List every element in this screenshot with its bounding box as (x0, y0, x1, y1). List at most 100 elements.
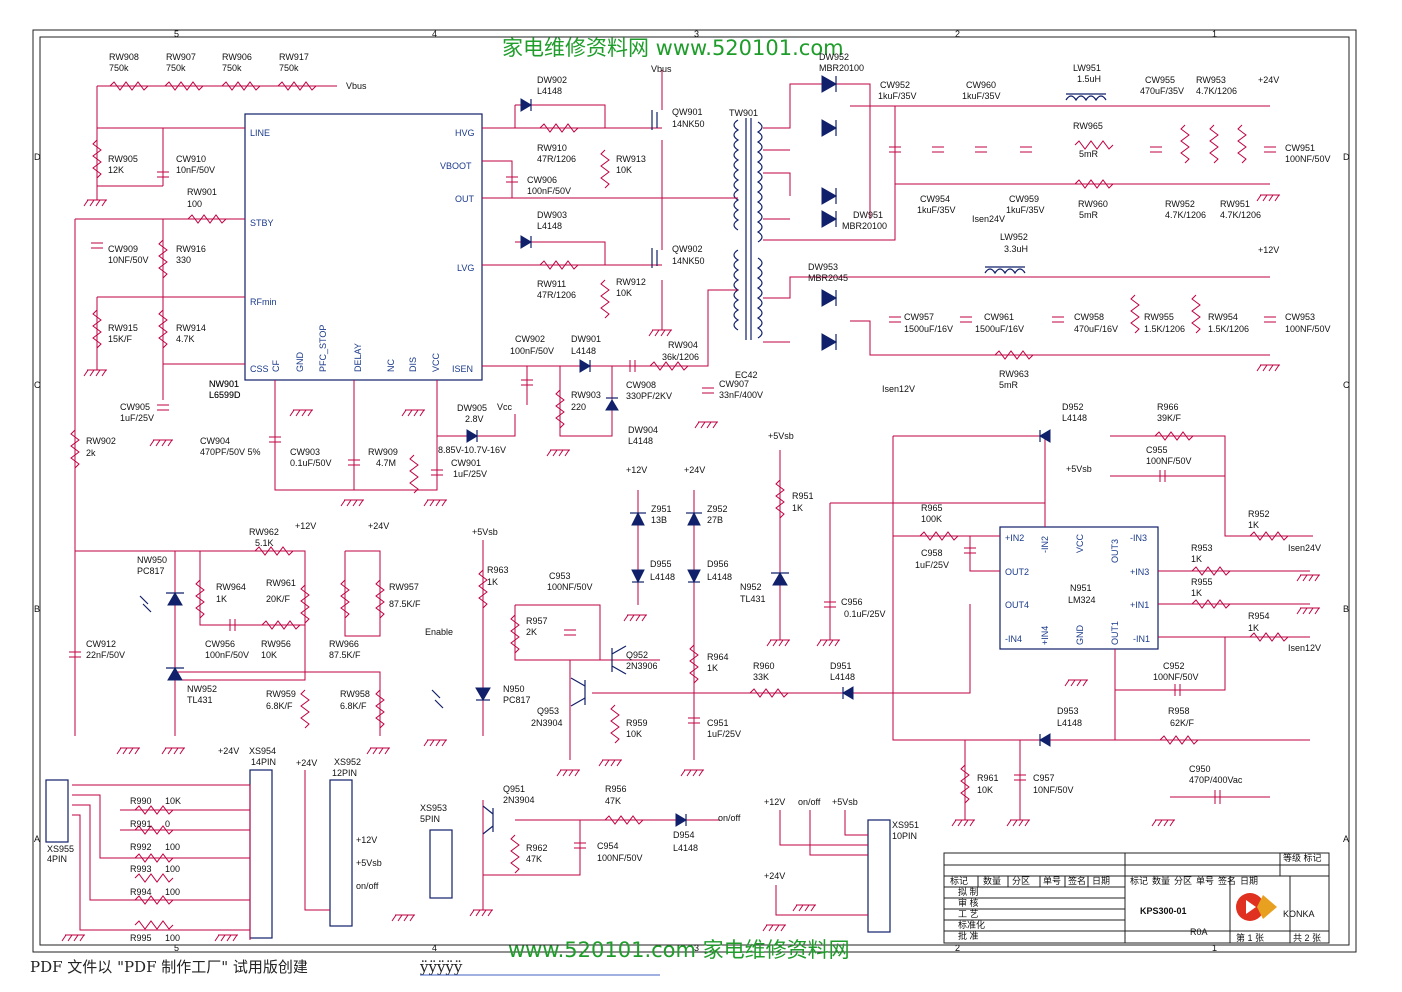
ground-hatch (666, 329, 672, 337)
ground-hatch (1296, 574, 1302, 582)
component-label: RW956 (261, 639, 291, 649)
konka-brand: KONKA (1283, 909, 1315, 919)
component-label: 100NF/50V (597, 853, 643, 863)
ground-hatch (423, 499, 429, 507)
ground-hatch (564, 449, 570, 457)
ground-hatch (810, 904, 816, 912)
transformer-tw901 (733, 118, 763, 340)
component-label: 100nF/50V (527, 186, 571, 196)
ground-hatch (481, 909, 487, 917)
component-label: D951 (830, 661, 852, 671)
ground-hatch (423, 739, 429, 747)
component-label: PC817 (503, 695, 531, 705)
component-label: DW953 (808, 262, 838, 272)
n951-pin-in1n: -IN1 (1133, 634, 1150, 644)
ground-hatch (1076, 679, 1082, 687)
title-block-grade: 等级 标记 (1283, 852, 1322, 863)
ground-hatch (429, 739, 435, 747)
component-label: 1500uF/16V (904, 324, 953, 334)
ground-hatch (1256, 364, 1262, 372)
net-onoff: on/off (718, 813, 741, 823)
component-label: RW902 (86, 436, 116, 446)
frame-col-bottom: 3 (694, 943, 699, 953)
net-p5vsb-xs953: +5Vsb (356, 858, 382, 868)
ground-hatch (307, 409, 313, 417)
ground-hatch (828, 639, 834, 647)
component-label: 330 (176, 255, 191, 265)
ground-hatch (469, 909, 475, 917)
component-label: 1K (1248, 520, 1259, 530)
component-label: RW952 (1165, 199, 1195, 209)
frame-row-left: D (34, 152, 41, 162)
ground-hatch (1256, 194, 1262, 202)
component-label: DW903 (537, 210, 567, 220)
component-label: L4148 (537, 86, 562, 96)
ground-hatch (1012, 819, 1018, 827)
component-label: CW956 (205, 639, 235, 649)
title-block: 标记标记数量数量分区分区单号单号签名签名日期日期 拟 制审 核工 艺标准化批 准… (943, 852, 1330, 944)
component-label: 6.8K/F (340, 701, 367, 711)
frame-col-top: 5 (174, 29, 179, 39)
ground-hatch (214, 934, 220, 942)
component-label: 750k (222, 63, 242, 73)
n951-pin-out1: OUT1 (1110, 621, 1120, 645)
component-label: NW952 (187, 684, 217, 694)
component-label: R962 (526, 843, 548, 853)
component-label: C954 (597, 841, 619, 851)
component-label: 14PIN (251, 757, 276, 767)
component-label: TL431 (187, 695, 213, 705)
title-block-header-right: 单号 (1196, 875, 1214, 886)
net-p24-xs954: +24V (218, 746, 239, 756)
ground-hatch (441, 739, 447, 747)
component-label: 1K (487, 577, 498, 587)
component-label: 33K (753, 672, 769, 682)
frame-row-left: A (34, 834, 40, 844)
component-label: 10K (626, 729, 642, 739)
ground-hatch (654, 329, 660, 337)
ground-hatch (598, 759, 604, 767)
net-p24-xs952: +24V (296, 758, 317, 768)
component-label: Isen12V (882, 384, 915, 394)
component-label: DW901 (571, 334, 601, 344)
ground-hatch (766, 639, 772, 647)
component-label: RW909 (368, 447, 398, 457)
component-label: L4148 (707, 572, 732, 582)
component-label: LW951 (1073, 63, 1101, 73)
connector-xs953 (429, 829, 453, 899)
nw901-pin-dis: DIS (408, 357, 418, 372)
ground-hatch (122, 747, 128, 755)
component-label: L4148 (1062, 413, 1087, 423)
component-label: R955 (1191, 577, 1213, 587)
component-label: 1K (1191, 588, 1202, 598)
component-label: 1K (792, 503, 803, 513)
ground-hatch (610, 759, 616, 767)
component-label: 14NK50 (672, 256, 705, 266)
component-label: L4148 (571, 346, 596, 356)
ground-hatch (435, 739, 441, 747)
ground-hatch (1157, 819, 1163, 827)
component-label: 100 (165, 887, 180, 897)
component-label: 10NF/50V (1033, 785, 1074, 795)
nw901-pin-pfcstop: PFC_STOP (318, 325, 328, 372)
ic-nw901: LINE STBY RFmin CSS HVG VBOOT OUT LVG IS… (209, 113, 483, 400)
footer-link[interactable]: ÿÿÿÿÿ (419, 958, 463, 976)
ground-hatch (95, 199, 101, 207)
component-label: DW904 (628, 425, 658, 435)
ground-hatch (384, 747, 390, 755)
component-label: RW962 (249, 527, 279, 537)
component-label: CW960 (966, 80, 996, 90)
net-p24-xs951: +24V (764, 871, 785, 881)
component-label: 1kuF/35V (962, 91, 1001, 101)
component-label: CW952 (880, 80, 910, 90)
ground-hatch (475, 909, 481, 917)
component-label: 87.5K/F (329, 650, 361, 660)
net-p24-rw957: +24V (368, 521, 389, 531)
ground-hatch (834, 639, 840, 647)
ground-hatch (778, 639, 784, 647)
component-label: RW901 (187, 187, 217, 197)
component-label: 47R/1206 (537, 154, 576, 164)
component-labels: RW908750kRW907750kRW906750kRW917750kRW90… (47, 52, 1331, 943)
component-label: CW904 (200, 436, 230, 446)
net-enable: Enable (425, 627, 453, 637)
